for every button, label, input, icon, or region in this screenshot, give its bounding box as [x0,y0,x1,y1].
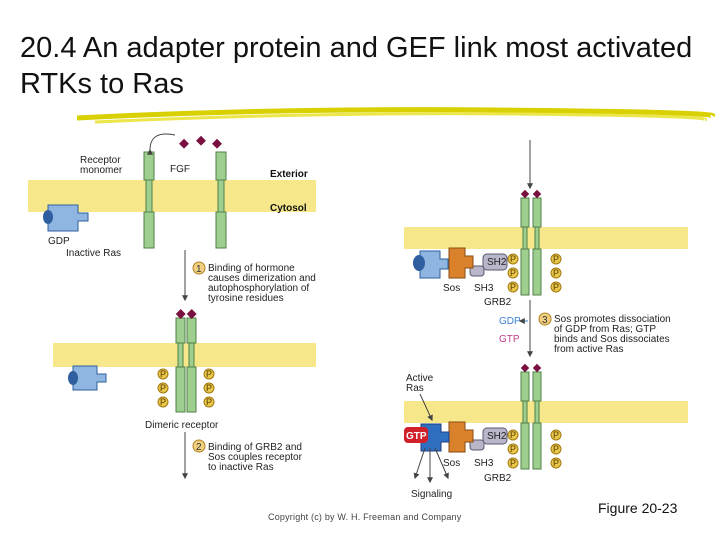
label-sh2-top: SH2 [487,257,507,268]
grb2-sos-ras-complex-bottom [404,421,508,453]
label-active-ras-2: Ras [406,383,424,394]
phospho-right-top: P P P P P P [507,253,562,293]
phospho-label: P [510,444,516,454]
step3-number: 3 [542,315,548,326]
fgf-hormones [146,133,222,155]
title-underline [76,107,715,124]
figure-reference: Figure 20-23 [598,500,678,516]
phospho-right-bottom: P P P P P P [507,429,562,469]
phospho-label: P [160,397,166,407]
slide-title: 20.4 An adapter protein and GEF link mos… [20,32,693,100]
phospho-label: P [160,383,166,393]
phospho-label: P [206,369,212,379]
phospho-label: P [510,282,516,292]
phospho-label: P [553,458,559,468]
dimeric-receptor-left [175,309,197,413]
label-fgf: FGF [170,164,190,175]
label-sh3-bottom: SH3 [474,458,494,469]
step3-line2: of GDP from Ras; GTP [554,324,656,335]
phospho-label: P [206,397,212,407]
phospho-label: P [510,430,516,440]
receptor-monomer-right [215,151,227,249]
grb2-sos-ras-complex-top [413,247,508,279]
step3-line3: binds and Sos dissociates [554,334,670,345]
membrane-top-right [404,227,688,249]
label-receptor-monomer-2: monomer [80,165,123,176]
label-gdp: GDP [48,236,70,247]
phospho-label: P [510,268,516,278]
label-sh2-bottom: SH2 [487,431,507,442]
label-active-ras-1: Active [406,373,434,384]
phospho-left-dimer: P P P P P P [157,368,215,408]
step1-line2: causes dimerization and [208,273,316,284]
step2-line2: Sos couples receptor [208,452,303,463]
membrane-bottom-right [404,401,688,423]
phospho-label: P [160,369,166,379]
label-grb2-bottom: GRB2 [484,473,512,484]
label-gtp-in: GTP [499,334,520,345]
phospho-label: P [553,282,559,292]
label-dimeric-receptor: Dimeric receptor [145,420,219,431]
step1-line4: tyrosine residues [208,293,284,304]
label-gdp-out: GDP [499,316,521,327]
label-grb2-top: GRB2 [484,297,512,308]
step2-number: 2 [196,442,202,453]
label-receptor-monomer-1: Receptor [80,155,121,166]
label-inactive-ras: Inactive Ras [66,248,121,259]
label-cytosol: Cytosol [270,203,307,214]
step2-line1: Binding of GRB2 and [208,442,302,453]
phospho-label: P [553,444,559,454]
label-sh3-top: SH3 [474,283,494,294]
phospho-label: P [206,383,212,393]
phospho-label: P [553,268,559,278]
copyright-note: Copyright (c) by W. H. Freeman and Compa… [268,512,462,522]
phospho-label: P [553,254,559,264]
label-sos-top: Sos [443,283,460,294]
receptor-monomer-left [143,151,155,249]
label-exterior: Exterior [270,169,308,180]
step1-line3: autophosphorylation of [208,283,309,294]
inactive-ras-middle [68,365,107,391]
step3-line4: from active Ras [554,344,623,355]
dimeric-receptor-right-bottom [520,363,542,470]
step1-line1: Binding of hormone [208,263,295,274]
phospho-label: P [510,458,516,468]
step1-number: 1 [196,264,202,275]
phospho-label: P [553,430,559,440]
label-signaling: Signaling [411,489,452,500]
label-gtp-badge: GTP [406,431,427,442]
phospho-label: P [510,254,516,264]
step2-line3: to inactive Ras [208,462,274,473]
signaling-arrows [413,447,449,484]
membrane-middle-left [53,343,316,367]
label-sos-bottom: Sos [443,458,460,469]
inactive-ras-top [43,204,89,232]
step3-line1: Sos promotes dissociation [554,314,671,325]
